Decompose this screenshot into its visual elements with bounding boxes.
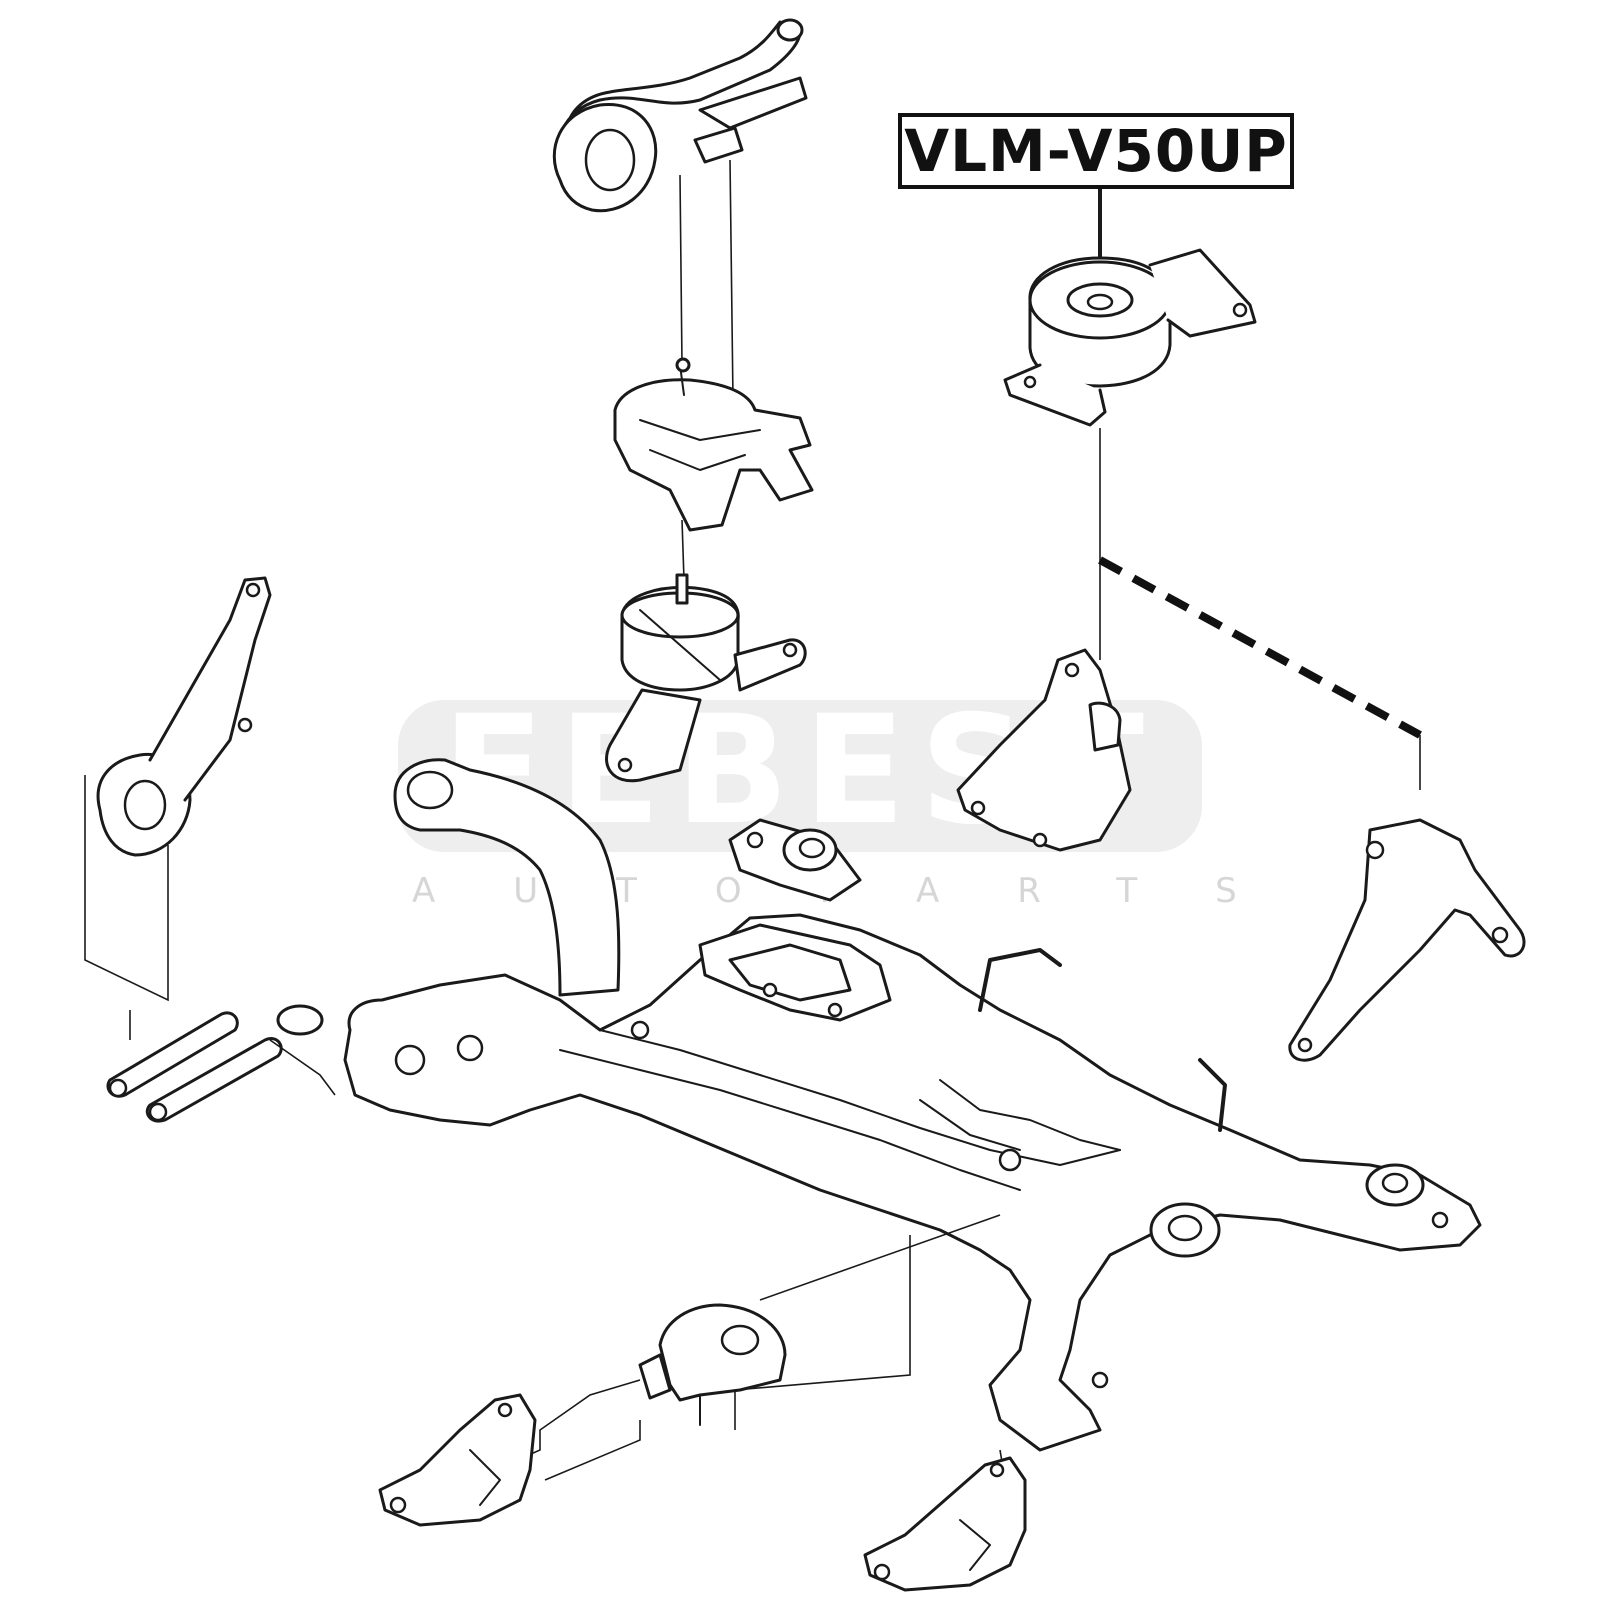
lower-center-bracket xyxy=(863,1456,1027,1592)
part-number-label: VLM-V50UP xyxy=(898,113,1294,189)
subframe-arch xyxy=(393,758,621,997)
lower-rear-mount xyxy=(638,1303,787,1426)
upper-mount-bracket xyxy=(613,357,814,532)
front-subframe xyxy=(343,913,1482,1452)
engine-mount-rubber xyxy=(605,573,807,783)
lower-left-bracket xyxy=(378,1393,537,1527)
right-support-arm xyxy=(1288,818,1526,1062)
rear-bushing-bracket xyxy=(728,818,862,902)
left-link-rods xyxy=(106,1004,336,1123)
leader-lines-upper xyxy=(679,159,734,581)
upper-torque-rod xyxy=(552,18,808,213)
right-lower-bracket xyxy=(956,648,1132,852)
subframe-pipes xyxy=(978,948,1227,1132)
left-leader-box xyxy=(84,775,169,1040)
dashed-connector xyxy=(1098,556,1422,739)
right-engine-mount-part xyxy=(1003,248,1257,427)
left-torque-rod xyxy=(96,576,272,857)
subframe-right-bushing xyxy=(1149,1163,1425,1258)
